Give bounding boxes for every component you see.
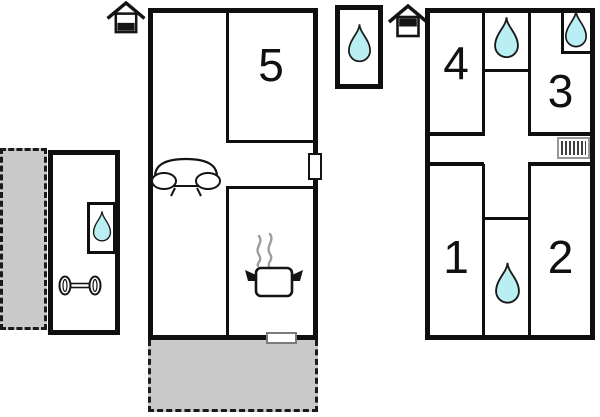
window <box>308 153 322 180</box>
room-2-label: 2 <box>547 231 574 283</box>
wall <box>226 186 313 189</box>
wall <box>482 217 531 220</box>
sofa-icon <box>149 150 223 197</box>
wall <box>561 51 590 54</box>
water-drop-icon <box>347 21 372 67</box>
wall <box>528 164 531 335</box>
house-entrance-icon <box>105 0 147 35</box>
wall <box>482 13 485 136</box>
wall <box>226 13 229 143</box>
wall <box>561 13 564 54</box>
wall <box>528 132 590 136</box>
wall <box>226 140 313 143</box>
room-4-label: 4 <box>443 37 469 89</box>
wall <box>430 162 484 166</box>
water-drop-icon <box>92 208 112 246</box>
bedroom-building <box>425 8 595 340</box>
radiator-icon <box>557 137 590 159</box>
room-1-label: 1 <box>443 231 469 283</box>
wall <box>226 186 229 335</box>
room-5-label: 5 <box>258 39 284 91</box>
wall <box>482 164 485 335</box>
wall <box>528 13 531 136</box>
water-drop-icon <box>564 9 588 51</box>
wall <box>482 69 531 72</box>
house-entrance-icon <box>387 2 429 40</box>
terrace-left <box>0 148 47 330</box>
wall <box>430 132 484 136</box>
door <box>266 332 297 344</box>
cooking-pot-icon <box>242 232 306 300</box>
wall <box>528 162 590 166</box>
water-drop-icon <box>494 260 521 308</box>
terrace-bottom <box>148 340 318 412</box>
water-drop-icon <box>493 15 520 62</box>
room-3-label: 3 <box>547 65 574 117</box>
dumbbell-icon <box>57 274 103 298</box>
